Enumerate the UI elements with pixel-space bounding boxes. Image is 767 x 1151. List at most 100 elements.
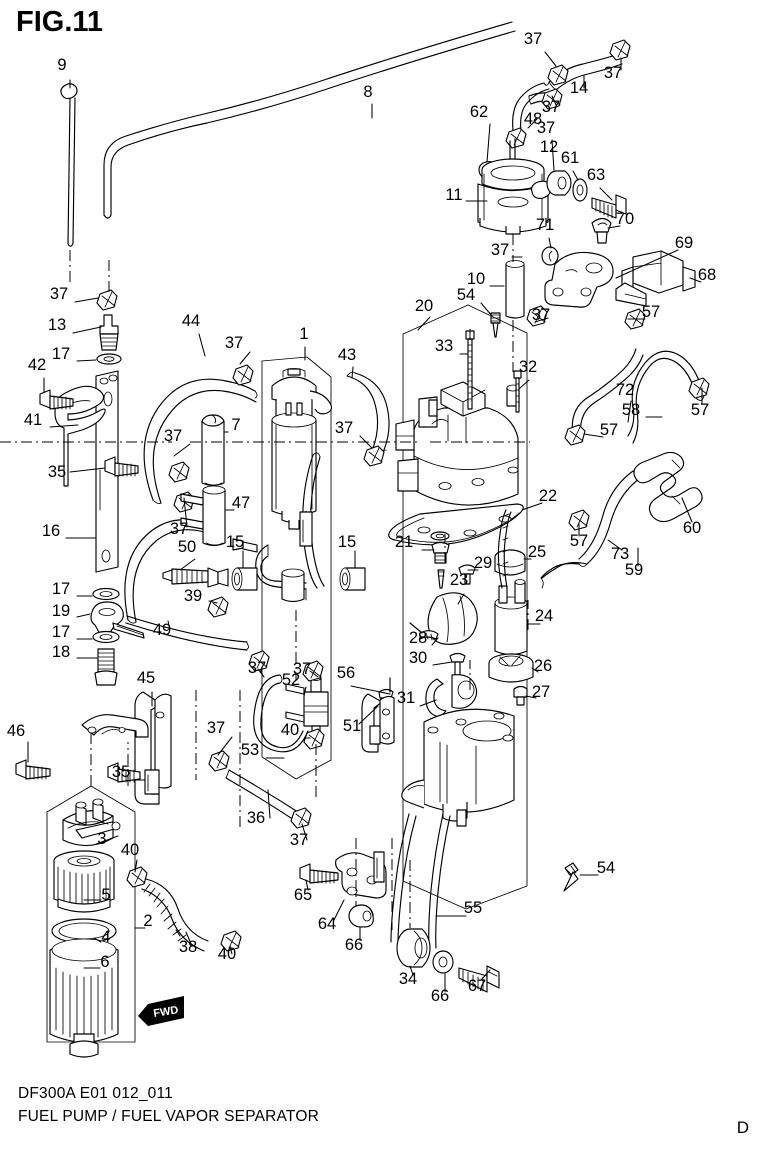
part-callout-23: 23	[450, 571, 468, 589]
part-callout-36: 36	[247, 809, 265, 827]
part-32-screw	[513, 370, 522, 413]
part-callout-7: 7	[231, 416, 240, 434]
part-20-vapor-separator-body	[395, 381, 520, 506]
part-callout-48: 48	[524, 110, 542, 128]
part-1-fuel-pump-assembly	[271, 368, 333, 530]
part-callout-54: 54	[457, 286, 475, 304]
part-45-plate	[81, 714, 149, 738]
part-callout-27: 27	[532, 683, 550, 701]
part-callout-40: 40	[281, 721, 299, 739]
part-callout-2: 2	[143, 912, 152, 930]
part-1-strap	[299, 452, 325, 589]
part-callout-66: 66	[345, 936, 363, 954]
part-44-hose	[143, 378, 258, 504]
part-callout-58: 58	[622, 401, 640, 419]
part-callout-66: 66	[431, 987, 449, 1005]
part-9-cable-tie	[60, 83, 78, 247]
part-callout-47: 47	[232, 494, 250, 512]
part-21-needle-valve	[430, 531, 450, 589]
part-callout-37: 37	[290, 831, 308, 849]
fwd-marker: FWD	[138, 996, 184, 1026]
clamp-40-inj	[303, 728, 325, 750]
part-19-joint	[90, 601, 145, 639]
part-callout-37: 37	[248, 659, 266, 677]
part-callout-4: 4	[101, 928, 110, 946]
part-callout-5: 5	[101, 886, 110, 904]
part-callout-50: 50	[178, 538, 196, 556]
part-42-bolt	[39, 389, 74, 410]
part-callout-72: 72	[616, 381, 634, 399]
part-callout-13: 13	[48, 316, 66, 334]
part-7-pipe	[201, 414, 225, 487]
callout-numbers: 9837371437486237126163117071696837105437…	[7, 30, 716, 1005]
part-18-bolt	[94, 648, 118, 686]
part-callout-65: 65	[294, 886, 312, 904]
part-callout-37: 37	[335, 419, 353, 437]
part-69-bracket	[544, 251, 614, 308]
part-callout-57: 57	[691, 401, 709, 419]
part-46-bolt	[15, 759, 51, 780]
part-70-nut	[591, 217, 612, 244]
clamp-37-mid-a	[168, 461, 190, 483]
part-callout-8: 8	[363, 83, 372, 101]
part-callout-15: 15	[338, 533, 356, 551]
part-60-hose-holder	[633, 451, 703, 523]
part-callout-56: 56	[337, 664, 355, 682]
clamp-37-top-a	[547, 64, 569, 86]
part-50-bolt	[162, 567, 219, 588]
part-callout-37: 37	[524, 30, 542, 48]
part-callout-57: 57	[600, 421, 618, 439]
part-callout-64: 64	[318, 915, 336, 933]
part-callout-69: 69	[675, 234, 693, 252]
part-callout-6: 6	[100, 953, 109, 971]
part-callout-14: 14	[570, 79, 588, 97]
part-65-bolt	[299, 863, 339, 884]
part-6-filter-cup	[49, 938, 119, 1058]
part-callout-68: 68	[698, 266, 716, 284]
part-callout-71: 71	[536, 216, 554, 234]
part-callout-32: 32	[519, 358, 537, 376]
fwd-label: FWD	[153, 1004, 180, 1020]
part-54-screw-bottom	[563, 862, 579, 892]
clamp-40-b	[220, 930, 242, 952]
part-callout-37: 37	[170, 520, 188, 538]
clamp-37-top-b	[609, 39, 631, 61]
part-callout-55: 55	[464, 899, 482, 917]
part-callout-10: 10	[467, 270, 485, 288]
part-callout-37: 37	[207, 719, 225, 737]
part-1-cylinder	[270, 556, 271, 570]
part-callout-57: 57	[570, 532, 588, 550]
part-66-washer-a	[348, 904, 374, 928]
part-34-grommet	[396, 928, 431, 968]
part-callout-62: 62	[470, 103, 488, 121]
part-callout-73: 73	[611, 545, 629, 563]
part-35-bolt-b	[107, 762, 141, 783]
part-callout-61: 61	[561, 149, 579, 167]
part-callout-17: 17	[52, 623, 70, 641]
group-outline-1	[261, 356, 332, 780]
part-45-bracket	[134, 691, 172, 805]
part-callout-45: 45	[137, 669, 155, 687]
part-callout-59: 59	[625, 561, 643, 579]
part-66-washer-b	[432, 950, 454, 974]
part-callout-37: 37	[50, 285, 68, 303]
part-20-float-chamber	[401, 708, 515, 827]
part-callout-11: 11	[445, 186, 462, 204]
clamp-57-c	[688, 377, 710, 399]
part-callout-42: 42	[28, 356, 46, 374]
part-73-hose	[540, 561, 588, 589]
part-callout-54: 54	[597, 859, 615, 877]
part-callout-31: 31	[397, 689, 415, 707]
part-54-screw-top	[490, 312, 501, 338]
part-58-hose	[627, 350, 705, 444]
clamp-37-inj-top	[302, 660, 324, 682]
clamp-57-d	[568, 509, 590, 531]
part-1-band	[232, 538, 307, 601]
corner-mark: D	[736, 1118, 749, 1137]
part-callout-63: 63	[587, 166, 605, 184]
part-26-filter	[488, 653, 534, 683]
part-callout-17: 17	[52, 580, 70, 598]
part-35-bolt-a	[104, 456, 139, 477]
part-29-screw	[458, 564, 476, 585]
